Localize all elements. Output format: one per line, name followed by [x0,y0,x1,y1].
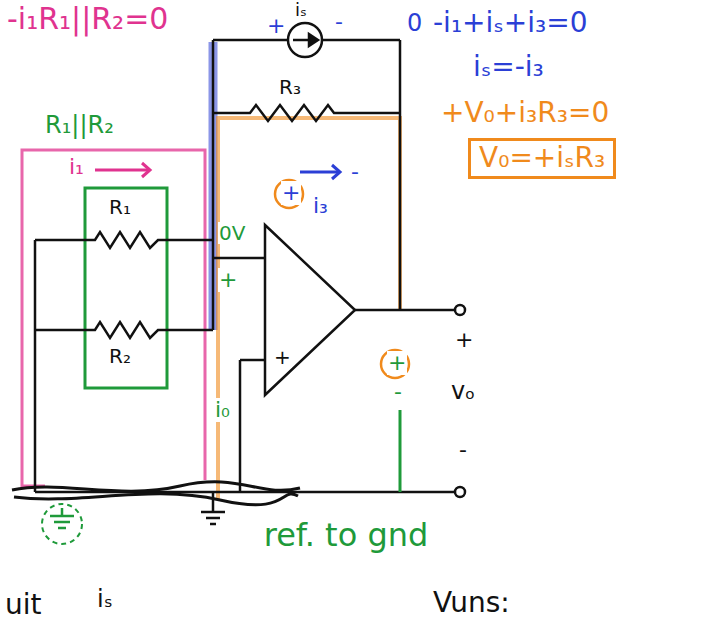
equation: +V₀+i₃R₃=0 [440,98,610,129]
resistor-label: R₁||R₂ [44,112,115,138]
source-label: iₛ [294,0,308,20]
terminal-sign: - [458,438,468,462]
resistor-label: R₁ [108,196,132,218]
node-voltage: 0 [406,10,423,36]
current-arrow [142,163,150,177]
resistor-label: R₂ [108,345,132,367]
cut-note: iₛ [96,586,114,612]
pin-sign: + [273,346,292,368]
polarity-sign: - [350,160,360,184]
equation: -i₁R₁||R₂=0 [6,2,169,35]
equation: V₀=+iₛR₃ [479,143,605,174]
current-label: i₃ [312,194,329,218]
loop-highlight [22,150,205,486]
polarity-circle [381,350,409,378]
polarity-sign: + [218,268,238,292]
current-arrow [332,165,340,179]
terminal-sign: + [454,328,474,352]
node-voltage: 0V [218,222,246,244]
ground-symbol [42,504,82,544]
voltage-lead [399,410,402,492]
polarity-sign: - [393,380,403,404]
current-label: i₁ [68,155,85,179]
equation: -i₁+iₛ+i₃=0 [432,8,589,39]
resistor-label: R₃ [278,76,302,98]
cut-note: Vuns: [432,588,511,619]
current-label: i₀ [214,398,231,422]
scribble [12,482,300,505]
polarity-sign: - [334,10,344,34]
polarity-sign: + [266,14,286,38]
reference-note: ref. to gnd [250,518,442,553]
result-box: V₀=+iₛR₃ [468,138,616,179]
polarity-circle [275,180,303,208]
output-label: vₒ [450,378,476,404]
current-arrow [300,171,340,174]
polarity-sign: + [387,351,407,375]
parallel-box [85,188,167,388]
polarity-sign: + [281,181,301,205]
equation: iₛ=-i₃ [472,52,545,83]
current-arrow [95,169,150,172]
cut-note: uit [4,590,43,621]
